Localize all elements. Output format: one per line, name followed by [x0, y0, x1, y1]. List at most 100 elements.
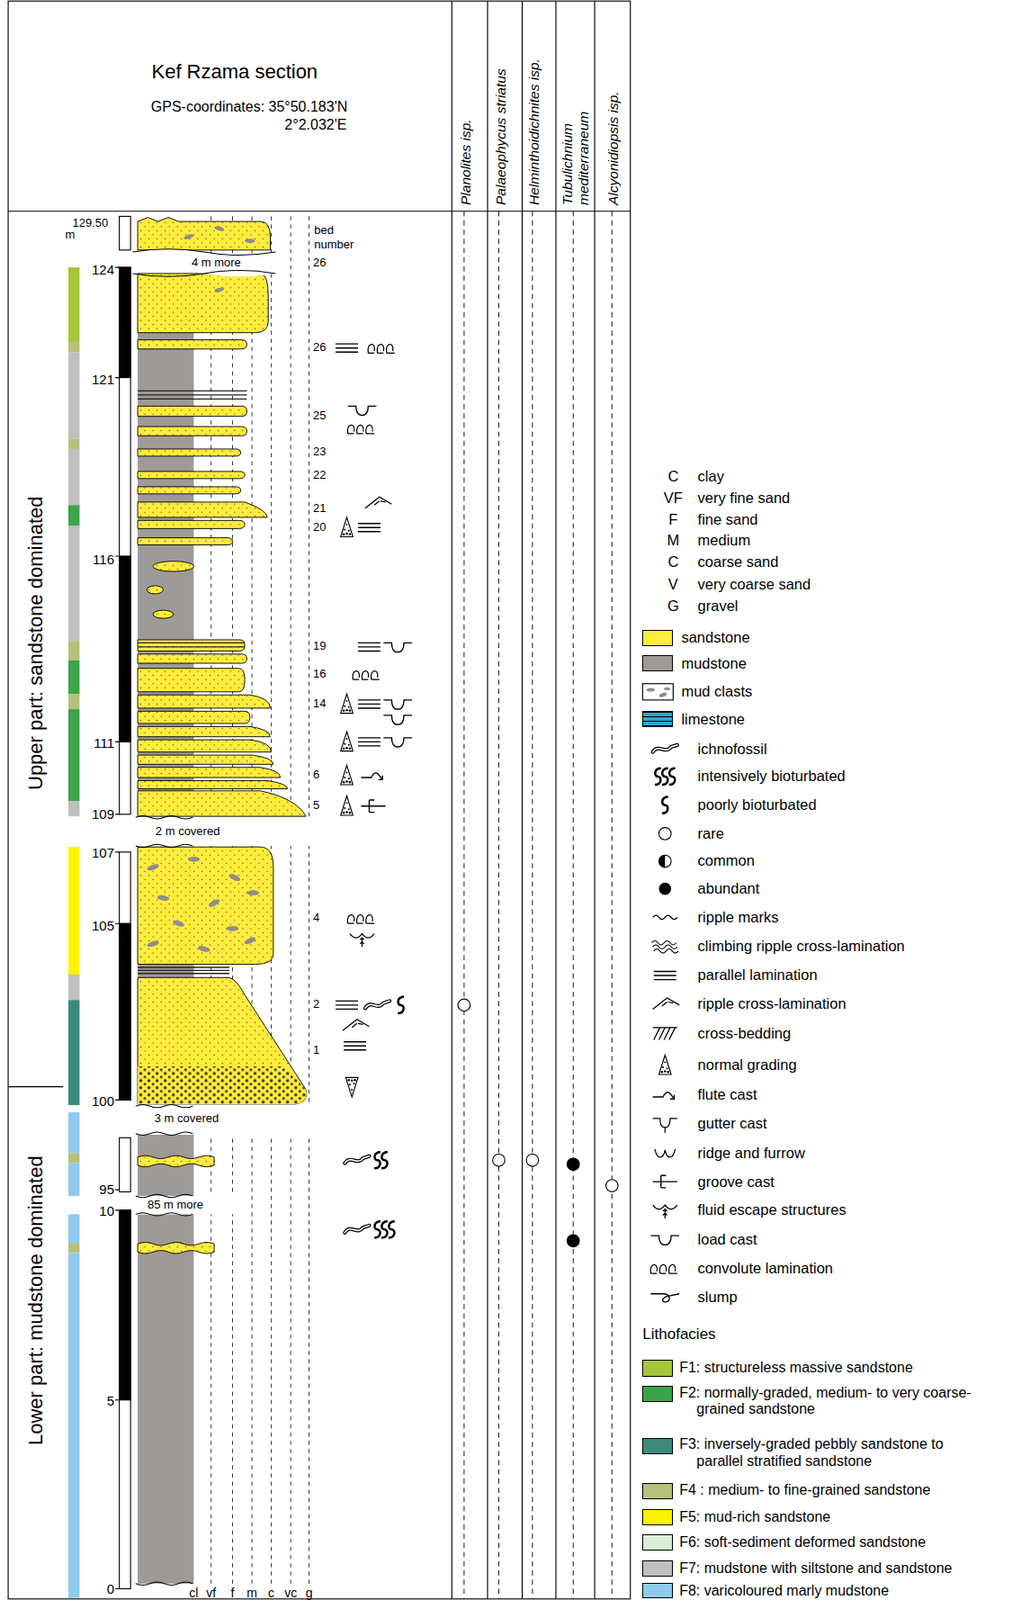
ichnotaxon-header: Alcyonidiopsis isp. — [605, 90, 622, 206]
legend-text: ridge and furrow — [698, 1144, 806, 1162]
ichnotaxon-header: Tubulichnium mediterraneum — [559, 98, 592, 206]
bed-number: 19 — [313, 639, 326, 654]
legend-text: F2: normally-graded, medium- to very coa… — [679, 1384, 986, 1418]
legend-text: rare — [698, 824, 725, 842]
scale-number: 124 — [91, 261, 115, 278]
legend-text: abundant — [698, 879, 761, 897]
legend-text: ripple marks — [698, 908, 780, 926]
legend-swatch — [642, 1559, 673, 1577]
grain-size-axis: c — [268, 1585, 275, 1600]
legend-text: common — [698, 851, 755, 869]
grain-size-code: C — [667, 467, 679, 485]
grain-size-name: clay — [698, 467, 725, 485]
legend-swatch — [642, 710, 673, 727]
section-title: Kef Rzama section — [151, 60, 318, 83]
scale-number: 107 — [91, 844, 115, 860]
part-label: Lower part: mudstone dominated — [24, 1155, 47, 1446]
column-header: bed — [313, 223, 334, 238]
occurrence-circles — [457, 998, 618, 1247]
scale-number: 109 — [91, 806, 115, 822]
break-bands — [132, 249, 311, 1586]
bed-number: 21 — [313, 501, 326, 516]
legend-text: parallel lamination — [698, 966, 818, 984]
grain-size-name: medium — [698, 531, 752, 549]
legend-swatch — [642, 1508, 673, 1525]
grain-size-code: C — [667, 553, 679, 571]
legend-swatch — [642, 629, 673, 646]
bed-number: 20 — [313, 520, 326, 535]
scale-number: 116 — [92, 551, 115, 567]
legend-text: F7: mudstone with siltstone and sandston… — [679, 1559, 952, 1577]
legend-swatch — [642, 1359, 673, 1376]
legend-heading: Lithofacies — [642, 1325, 716, 1344]
grain-size-code: M — [666, 531, 680, 549]
legend-text: F8: varicoloured marly mudstone — [679, 1582, 889, 1599]
grain-size-code: V — [668, 575, 679, 593]
bed-number: 25 — [313, 409, 326, 423]
grain-size-name: very coarse sand — [698, 575, 812, 593]
bed-number: 26 — [313, 256, 326, 270]
grain-size-code: VF — [663, 489, 683, 507]
trace-fossil-dashed-lines — [464, 211, 612, 1599]
sandstone-beds — [137, 217, 307, 1254]
legend-text: F5: mud-rich sandstone — [679, 1508, 831, 1525]
bed-number: 5 — [313, 798, 320, 813]
grain-size-axis: vc — [284, 1585, 297, 1600]
legend-text: F6: soft-sediment deformed sandstone — [679, 1533, 926, 1550]
bed-number: 23 — [313, 445, 326, 459]
legend-swatch — [642, 1385, 673, 1402]
grain-size-name: coarse sand — [698, 553, 780, 571]
gap-note: 3 m covered — [152, 1111, 222, 1126]
legend-text: fluid escape structures — [698, 1200, 847, 1219]
grain-size-name: gravel — [698, 597, 739, 615]
scale-number: 100 — [91, 1092, 115, 1109]
bed-number: 22 — [313, 468, 326, 483]
grain-size-axis: m — [246, 1585, 258, 1600]
bed-number: 1 — [313, 1043, 320, 1057]
pebbly-base — [137, 1065, 307, 1104]
scale-number: 95 — [98, 1181, 115, 1197]
scale-number: 10 — [98, 1202, 115, 1219]
legend-text: F1: structureless massive sandstone — [679, 1359, 914, 1376]
legend-text: slump — [698, 1288, 738, 1306]
scale-unit: m — [65, 228, 76, 242]
legend-swatch — [642, 1437, 673, 1454]
gap-note: 2 m covered — [153, 824, 223, 839]
legend-symbols — [642, 683, 680, 1302]
grain-size-name: fine sand — [698, 510, 759, 529]
legend-text: poorly bioturbated — [698, 796, 817, 814]
gap-note: 85 m more — [145, 1198, 206, 1212]
legend-text: convolute lamination — [698, 1259, 833, 1277]
part-label: Upper part: sandstone dominated — [24, 495, 47, 790]
legend-swatch — [642, 1582, 673, 1598]
scale-number: 121 — [91, 371, 115, 387]
frame — [8, 0, 631, 1599]
gps-text: 2°2.032'E — [284, 116, 347, 134]
gap-note: 4 m more — [189, 256, 243, 270]
grain-size-axis: vf — [205, 1585, 216, 1600]
bed-number: 26 — [313, 340, 326, 355]
dark-laminae — [137, 390, 247, 973]
scale-number: 111 — [93, 734, 115, 751]
grain-size-axis: f — [231, 1585, 235, 1600]
legend-text: F4 : medium- to fine-grained sandstone — [679, 1481, 931, 1498]
bed-number: 14 — [313, 697, 326, 711]
legend-text: sandstone — [680, 628, 750, 646]
legend-text: ripple cross-lamination — [698, 994, 847, 1013]
legend-text: limestone — [680, 710, 745, 728]
scale-number: 5 — [107, 1392, 115, 1408]
scale-number: 105 — [91, 917, 115, 933]
scale-number: 0 — [107, 1580, 115, 1596]
legend-swatch — [642, 654, 673, 672]
column-header: number — [313, 238, 354, 252]
ichnotaxon-header: Helminthoidichnites isp. — [526, 58, 543, 206]
legend-text: cross-bedding — [698, 1024, 792, 1042]
ichnotaxon-header: Planolites isp. — [457, 118, 475, 206]
grain-size-axis: cl — [188, 1585, 198, 1600]
grain-size-name: very fine sand — [698, 489, 791, 507]
legend-text: normal grading — [698, 1056, 798, 1074]
bed-number: 16 — [313, 667, 326, 681]
legend-text: flute cast — [698, 1085, 758, 1103]
